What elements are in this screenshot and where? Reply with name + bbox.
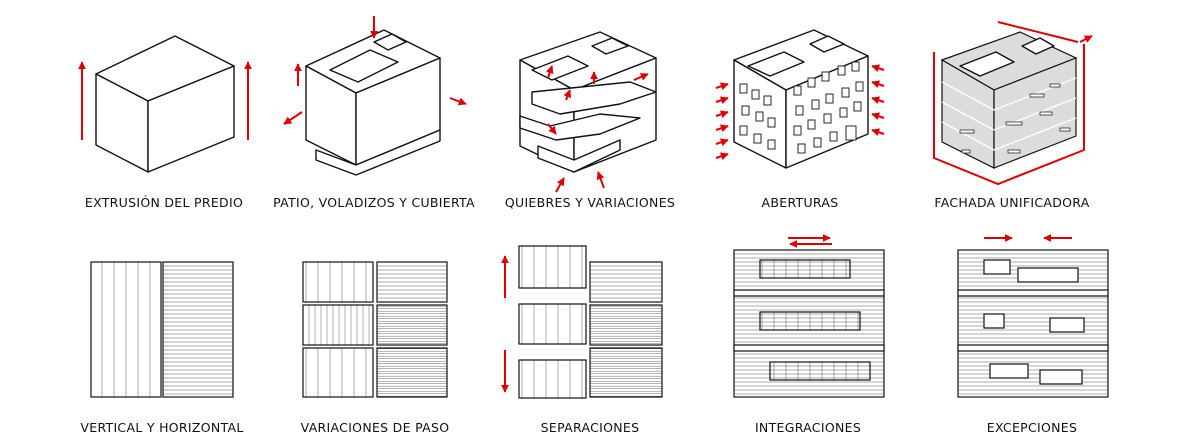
caption-vertical: VERTICAL Y HORIZONTAL bbox=[80, 420, 244, 435]
variaciones-paso-diagram bbox=[302, 261, 448, 398]
extrusion-diagram bbox=[78, 35, 252, 173]
caption-integraciones: INTEGRACIONES bbox=[754, 420, 862, 435]
quiebres-diagram bbox=[519, 31, 657, 193]
window-grid bbox=[739, 61, 864, 154]
caption-aberturas: ABERTURAS bbox=[761, 195, 839, 210]
right-arrows bbox=[871, 64, 885, 137]
caption-extrusion: EXTRUSIÓN DEL PREDIO bbox=[84, 195, 244, 210]
separaciones-diagram bbox=[501, 245, 663, 399]
caption-fachada: FACHADA UNIFICADORA bbox=[934, 195, 1090, 210]
left-arrows bbox=[715, 82, 729, 161]
aberturas-diagram bbox=[715, 29, 885, 169]
caption-excepciones: EXCEPCIONES bbox=[986, 420, 1078, 435]
red-arrows bbox=[788, 234, 832, 248]
caption-paso: VARIACIONES DE PASO bbox=[300, 420, 450, 435]
caption-patio: PATIO, VOLADIZOS Y CUBIERTA bbox=[273, 195, 475, 210]
fachada-diagram bbox=[933, 21, 1093, 186]
excepciones-diagram bbox=[957, 234, 1109, 398]
patio-diagram bbox=[283, 16, 467, 176]
caption-separaciones: SEPARACIONES bbox=[540, 420, 640, 435]
integraciones-diagram bbox=[733, 234, 885, 398]
vertical-horizontal-diagram bbox=[90, 261, 234, 398]
caption-quiebres: QUIEBRES Y VARIACIONES bbox=[504, 195, 676, 210]
